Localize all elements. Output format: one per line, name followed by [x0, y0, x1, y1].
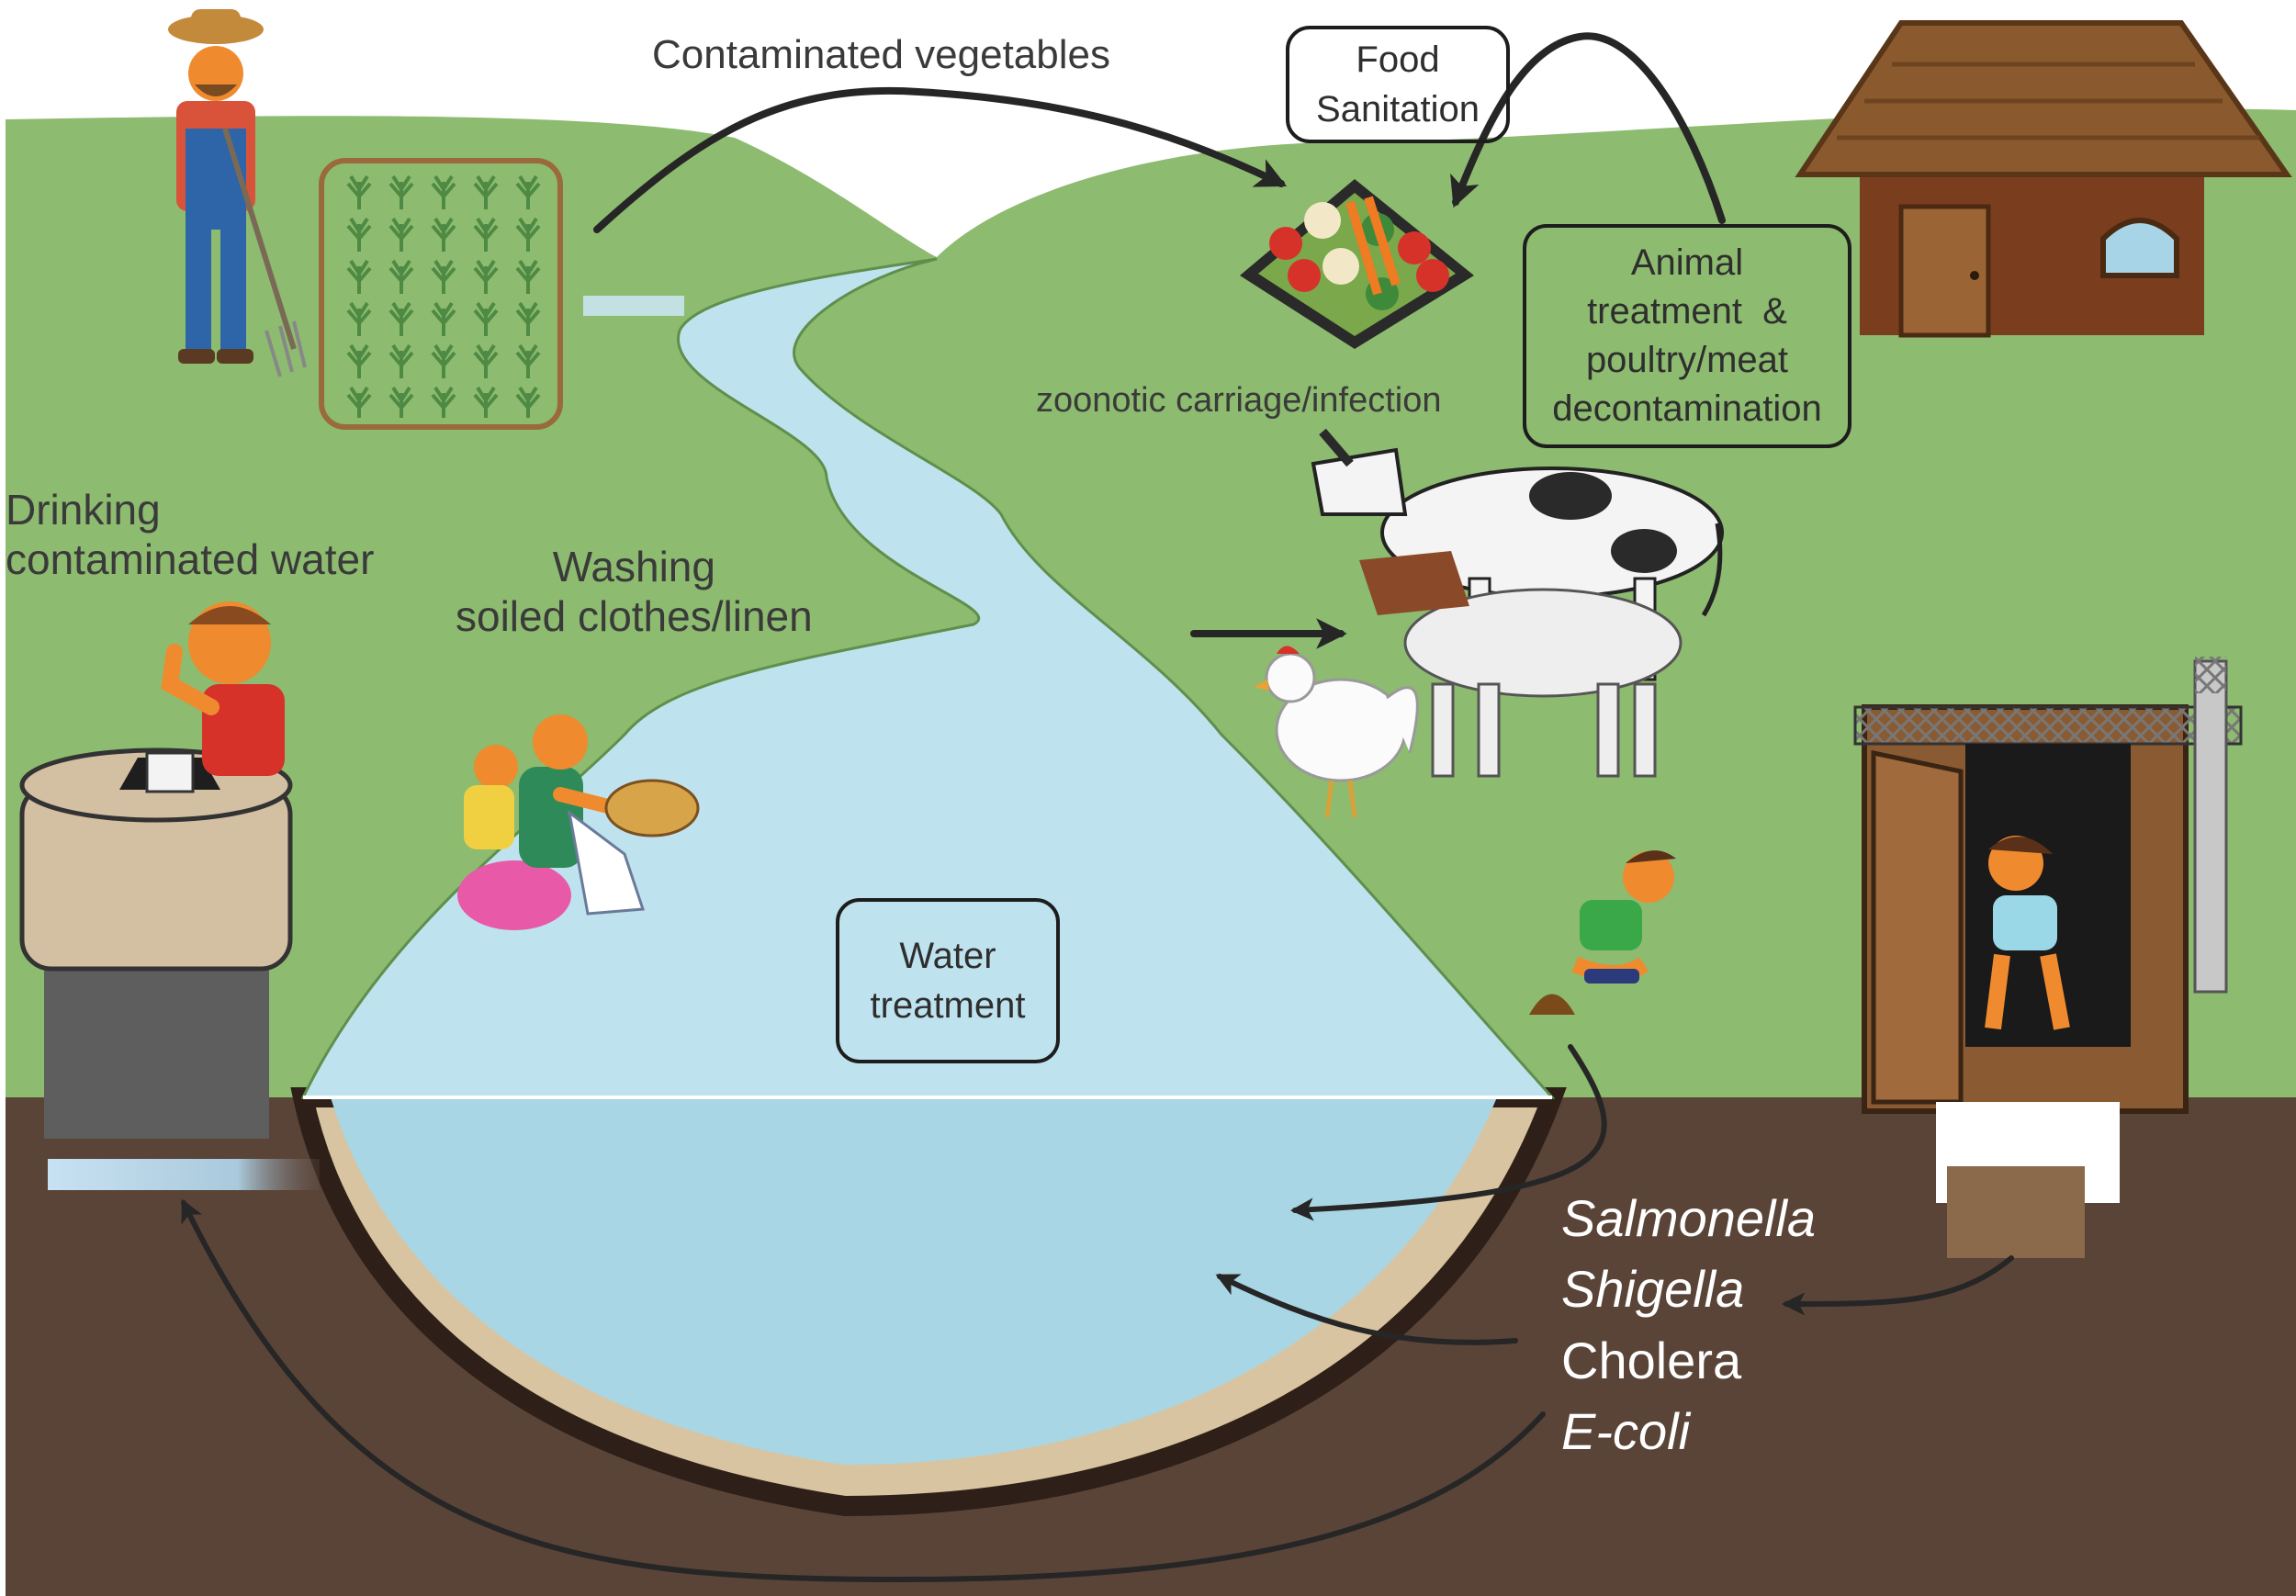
vegetable-platter-icon	[1240, 179, 1474, 349]
animal-treatment-box: Animal treatment & poultry/meat decontam…	[1523, 224, 1851, 448]
animal-treatment-line2: treatment &	[1587, 291, 1787, 332]
animal-treatment-line1: Animal	[1630, 242, 1744, 284]
arrow-feces-groundwater	[1289, 1044, 1607, 1221]
pathogen-list: Salmonella Shigella Cholera E-coli	[1561, 1183, 1816, 1467]
arrow-ecoli-well	[181, 1198, 1546, 1583]
food-sanitation-box: Food Sanitation	[1286, 26, 1510, 143]
label-drinking-line1: Drinking	[6, 486, 161, 534]
food-sanitation-line2: Sanitation	[1316, 89, 1480, 129]
girl-in-latrine-icon	[1985, 836, 2070, 1030]
animal-treatment-line3: poultry/meat	[1585, 340, 1789, 380]
pathogen-cholera: Cholera	[1561, 1331, 1742, 1389]
label-zoonotic: zoonotic carriage/infection	[1036, 381, 1442, 420]
chicken-icon	[1254, 646, 1419, 818]
label-washing-line1: Washing	[552, 543, 715, 590]
feces-icon	[1529, 994, 1575, 1015]
arrow-pathogen-groundwater	[1215, 1274, 1518, 1345]
animal-treatment-line4: decontamination	[1552, 388, 1822, 429]
water-treatment-line2: treatment	[870, 985, 1026, 1026]
food-sanitation-line1: Food	[1356, 39, 1440, 80]
water-treatment-box: Water treatment	[836, 898, 1060, 1063]
farmer-icon	[168, 9, 307, 377]
pathogen-salmonella: Salmonella	[1561, 1189, 1817, 1247]
groundwater-pool	[331, 1097, 1497, 1465]
crop-field-icon	[319, 158, 563, 430]
pathogen-ecoli: E-coli	[1561, 1401, 1691, 1460]
label-contaminated-vegetables: Contaminated vegetables	[652, 32, 1110, 77]
defecating-child-icon	[1571, 850, 1676, 983]
water-treatment-line1: Water	[899, 936, 996, 976]
label-washing-line2: soiled clothes/linen	[456, 592, 813, 641]
pathogen-shigella: Shigella	[1561, 1260, 1745, 1319]
label-drinking: Drinking contaminated water	[6, 485, 374, 585]
label-washing: Washing soiled clothes/linen	[456, 542, 813, 642]
hut-icon	[1795, 20, 2292, 338]
goat-icon	[1359, 551, 1683, 778]
boy-drinking-icon	[161, 601, 285, 776]
well-icon	[19, 747, 320, 1190]
label-drinking-line2: contaminated water	[6, 535, 375, 584]
washing-woman-icon	[457, 714, 700, 930]
arrow-latrine-pathogens	[1781, 1255, 2014, 1316]
arrow-vegetables	[593, 87, 1288, 233]
